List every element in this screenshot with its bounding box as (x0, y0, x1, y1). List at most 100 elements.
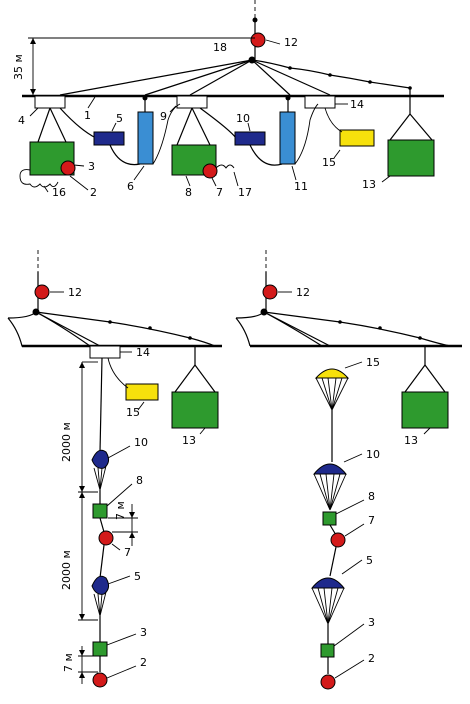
sling-13a (389, 113, 411, 141)
sling-13b-bl (194, 364, 216, 393)
dim-2000-lower-arrow-a (79, 492, 85, 498)
line-to-14 (251, 59, 331, 96)
label-17: 17 (238, 186, 252, 199)
leader-13-br (423, 427, 431, 435)
sling-13b (409, 113, 433, 141)
chute-5-collapsed (91, 575, 110, 595)
leader-8 (185, 175, 191, 187)
sling-13a-bl (174, 364, 196, 393)
line-11-to-14 (294, 103, 319, 165)
knot-br-a (338, 320, 342, 324)
label-15: 15 (322, 156, 336, 169)
label-7-bl: 7 (124, 546, 131, 559)
dim-35m-arrow-down (30, 89, 36, 95)
label-18: 18 (213, 41, 227, 54)
leader-8-bl (106, 483, 133, 507)
leader-10-br (343, 453, 363, 463)
marker-7 (202, 163, 218, 179)
cargo-13 (387, 139, 435, 177)
pack-5 (93, 131, 125, 146)
leader-5-br (341, 559, 363, 575)
chute-5-open (310, 577, 346, 589)
leader-1 (87, 96, 96, 109)
line-to-15-bl (107, 357, 129, 389)
dim-7m-upper-arrow-a (129, 512, 135, 518)
dim-2000-lower-label: 2000 м (60, 550, 73, 590)
bottom-left-diagram: 12 14 15 13 10 8 (7, 250, 222, 688)
block-14-bl (89, 345, 121, 359)
label-3: 3 (88, 160, 95, 173)
cargo-8-br (322, 511, 337, 526)
leader-3-br (333, 623, 365, 647)
cargo-13-bl (171, 391, 219, 429)
wing-base-bl (7, 317, 220, 347)
pack-15 (339, 129, 375, 147)
line-to-11 (251, 59, 291, 96)
label-8: 8 (185, 186, 192, 199)
top-diagram: 12 35 м 18 1 4 14 9 (12, 0, 444, 199)
label-4: 4 (18, 114, 25, 127)
container-6 (137, 111, 154, 165)
label-13-br: 13 (404, 434, 418, 447)
label-5-bl: 5 (134, 570, 141, 583)
chute-15-open (314, 368, 350, 379)
dim-7m-upper-label: 7 м (114, 501, 127, 520)
label-10-br: 10 (366, 448, 380, 461)
marker-2-br (320, 674, 336, 690)
line-10-to-11 (249, 144, 283, 166)
sling-13a-br (404, 364, 426, 393)
marker-2 (60, 160, 76, 176)
leader-12 (265, 39, 281, 45)
label-10: 10 (236, 112, 250, 125)
label-14-bl: 14 (136, 346, 150, 359)
block-4 (34, 95, 66, 109)
block-9 (176, 95, 208, 109)
label-12-br: 12 (296, 286, 310, 299)
label-6: 6 (127, 180, 134, 193)
dim-7m-lower-label: 7 м (62, 653, 75, 672)
knot-br-b (378, 326, 382, 330)
chain-bl-3 (99, 517, 105, 533)
leader-7 (211, 177, 217, 187)
dim-7m-upper-arrow-b (129, 532, 135, 538)
label-3-br: 3 (368, 616, 375, 629)
line-to-10 (199, 107, 237, 139)
cargo-8-bl (92, 503, 108, 519)
label-9: 9 (160, 110, 167, 123)
container-11 (279, 111, 296, 165)
dim-2000-upper-arrow-a (79, 362, 85, 368)
label-7: 7 (216, 186, 223, 199)
line-to-6 (144, 59, 253, 96)
bottom-right-diagram: 12 13 15 10 8 7 (235, 250, 462, 690)
leader-16 (43, 185, 49, 193)
line-to-15 (324, 107, 343, 133)
leader-11 (291, 165, 297, 181)
marker-12 (250, 32, 266, 48)
marker-12-bl (34, 284, 50, 300)
sling-8b (191, 107, 211, 146)
cargo-3-br (320, 643, 335, 658)
leader-2-br (334, 659, 365, 679)
rope-knot-b (328, 73, 332, 77)
sling-13b-br (424, 364, 446, 393)
pack-10 (234, 131, 266, 146)
label-13-bl: 13 (182, 434, 196, 447)
leader-5 (111, 122, 117, 132)
chute-10-collapsed (91, 449, 110, 469)
label-8-bl: 8 (136, 474, 143, 487)
pack-15-bl (125, 383, 159, 401)
chute-10-open (312, 463, 348, 475)
label-11: 11 (294, 180, 308, 193)
leader-2 (69, 175, 89, 191)
leader-13-bl (199, 427, 206, 435)
rope-knot-c (368, 80, 372, 84)
chain-br-3 (329, 546, 337, 577)
leader-8-br (335, 499, 365, 515)
chute-5-lines (93, 591, 107, 617)
line-5-to-6 (109, 144, 141, 166)
line-to-4 (59, 59, 253, 96)
tow-point (252, 17, 258, 23)
leader-3 (73, 164, 85, 167)
leader-9 (169, 105, 177, 113)
label-10-bl: 10 (134, 436, 148, 449)
